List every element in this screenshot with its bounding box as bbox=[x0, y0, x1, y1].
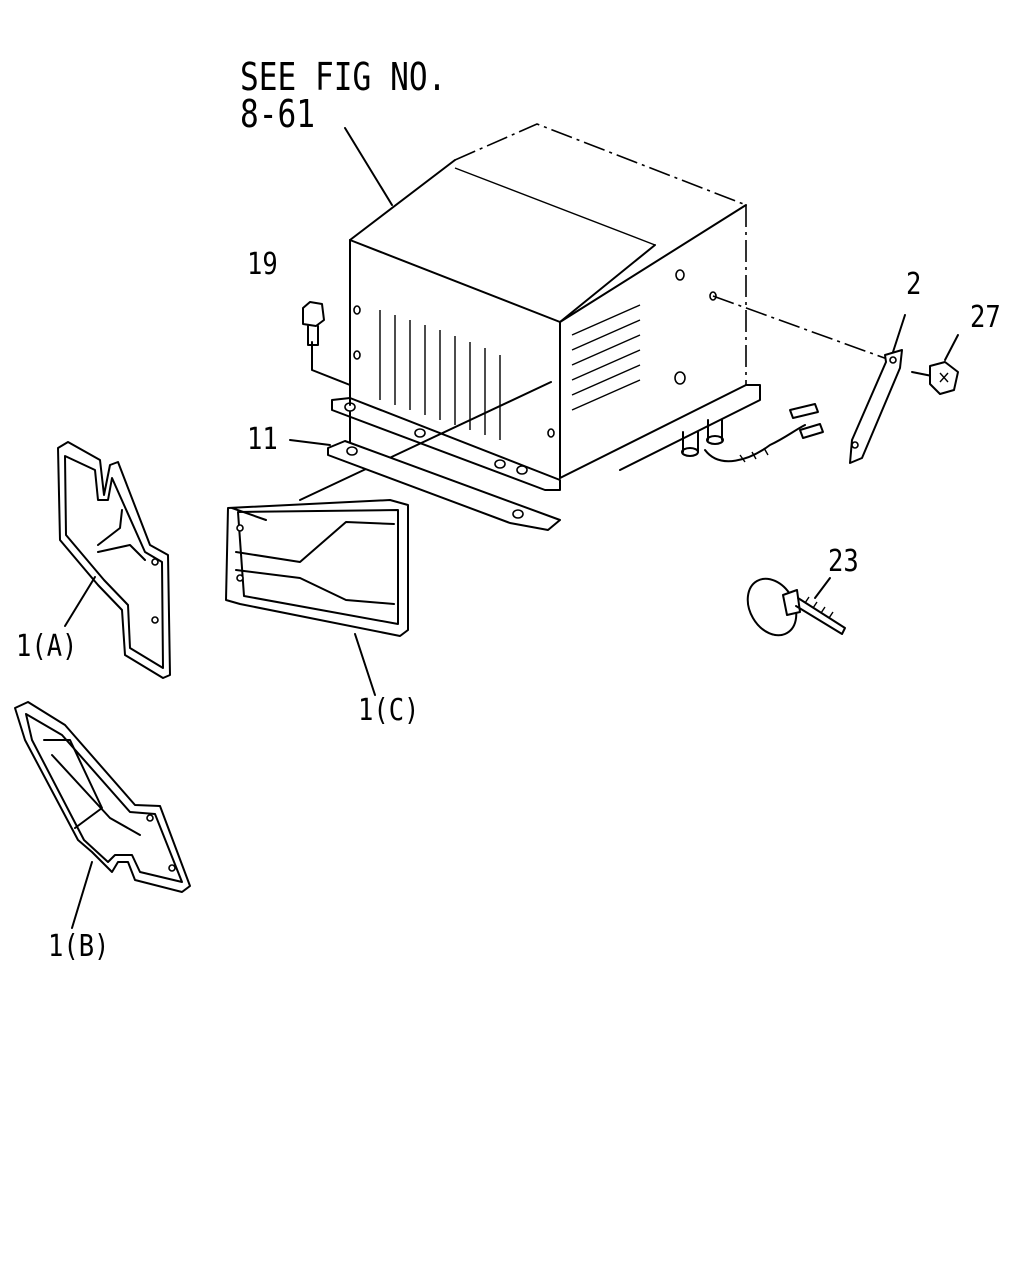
bracket-part-1b bbox=[14, 701, 191, 929]
leader-fig-ref bbox=[344, 127, 393, 206]
callout-2: 2 bbox=[906, 267, 922, 302]
assembly-line-2 bbox=[712, 295, 891, 361]
bracket-part-2 bbox=[849, 314, 906, 464]
callout-27: 27 bbox=[970, 300, 1001, 335]
leader-19 bbox=[311, 341, 351, 406]
wire-harness bbox=[704, 403, 824, 463]
main-unit-housing bbox=[331, 123, 761, 491]
callout-1a: 1(A) bbox=[16, 629, 78, 664]
reference-label-line1: SEE FIG NO. bbox=[240, 55, 447, 99]
screw-part-27 bbox=[911, 334, 959, 395]
bolt-part-19 bbox=[302, 301, 325, 346]
bracket-part-11 bbox=[289, 439, 561, 531]
bracket-part-1a bbox=[57, 441, 171, 679]
bracket-part-1c bbox=[225, 499, 409, 696]
callout-1b: 1(B) bbox=[48, 929, 110, 964]
reference-label-line2: 8-61 bbox=[240, 92, 316, 136]
callout-19: 19 bbox=[247, 247, 278, 282]
callout-23: 23 bbox=[828, 544, 859, 579]
clamp-part-23 bbox=[746, 577, 846, 637]
callout-11: 11 bbox=[247, 422, 278, 457]
assembly-line-1c bbox=[299, 381, 552, 501]
callout-1c: 1(C) bbox=[358, 693, 420, 728]
